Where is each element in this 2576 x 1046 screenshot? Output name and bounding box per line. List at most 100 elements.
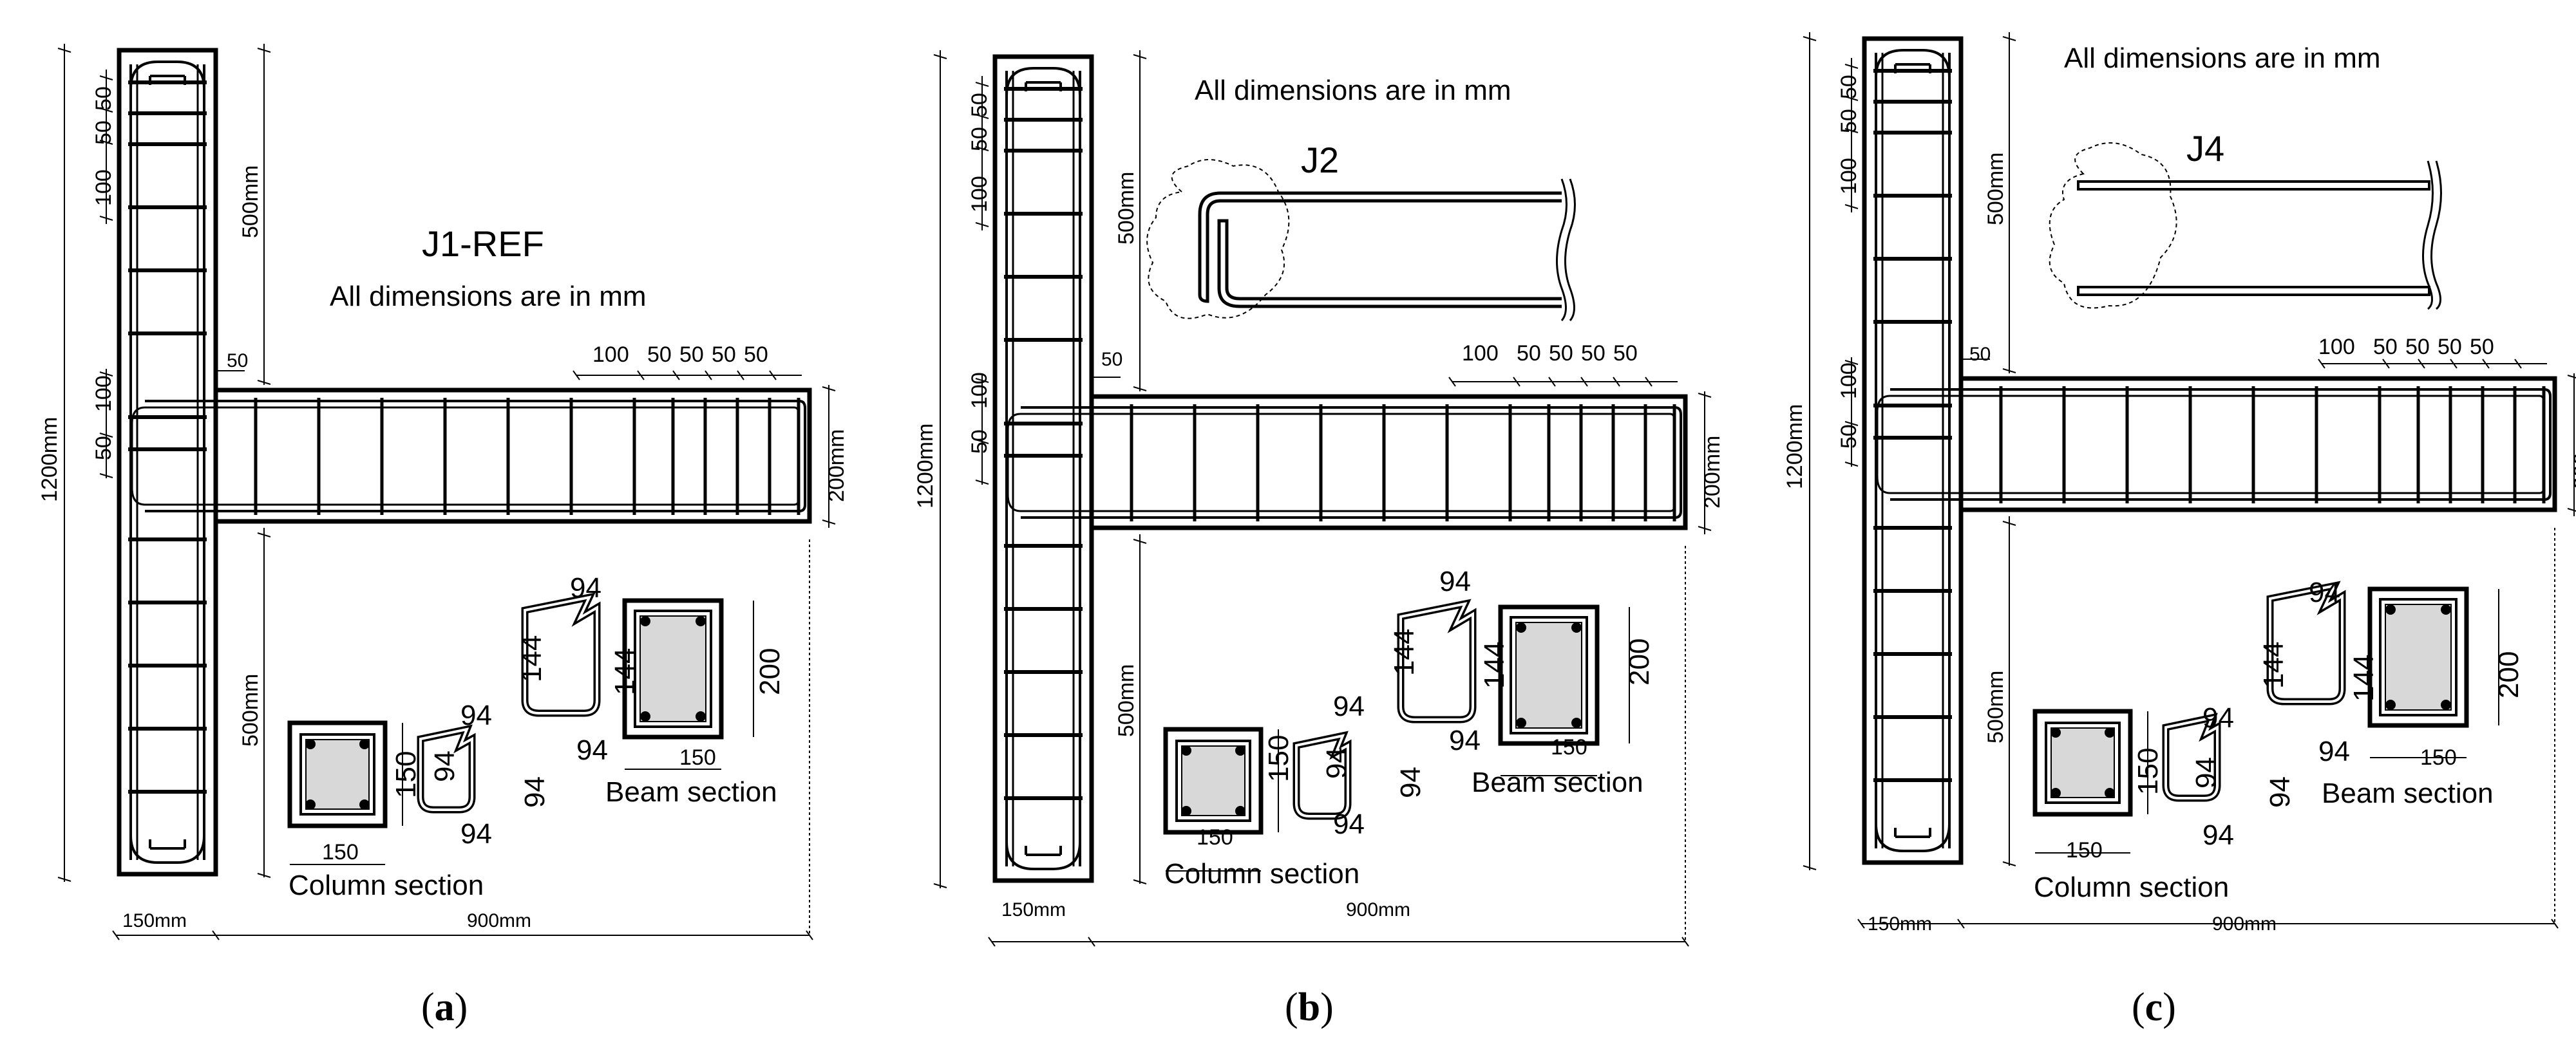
j2-hook-detail — [1146, 159, 1576, 321]
panel-c-vsp-0: 50 — [1837, 75, 1861, 99]
panel-a-coltie-0: 94 — [460, 700, 492, 731]
panel-b-vsp-1: 50 — [967, 127, 992, 151]
panel-c-note: All dimensions are in mm — [2064, 42, 2381, 74]
panel-a-beamtie-3: 94 — [576, 734, 608, 766]
panel-b-hsp-1: 50 — [1517, 341, 1541, 366]
panel-b-hsp-0: 100 — [1462, 341, 1499, 366]
panel-a-coltie-3: 94 — [460, 818, 492, 850]
panel-b-col-top: 500mm — [1114, 172, 1139, 245]
panel-c-col-width: 150mm — [1868, 913, 1932, 935]
panel-c-height: 1200mm — [1783, 404, 1807, 489]
panel-c-colsec-w: 150 — [2066, 838, 2103, 863]
panel-c-title: J4 — [2186, 128, 2224, 169]
panel-a-beamtie-0: 94 — [570, 572, 601, 604]
panel-b-coltie-1: 94 — [1321, 747, 1352, 779]
panel-a-hsp-0: 100 — [592, 342, 629, 367]
panel-b-beamtie-0: 94 — [1439, 566, 1471, 597]
panel-c-beamsec-h: 200 — [2493, 651, 2524, 698]
panel-c-coltie-2: 94 — [2264, 776, 2296, 808]
panel-a-hsp-3: 50 — [712, 342, 736, 367]
panel-c-vsp-1: 50 — [1837, 109, 1861, 133]
panel-a-colsec-w: 150 — [322, 840, 359, 864]
panel-a-vsp-1: 50 — [91, 120, 116, 145]
panel-a-note: All dimensions are in mm — [330, 281, 647, 312]
panel-b-beam-depth: 200mm — [1700, 436, 1725, 509]
panel-b-beamtie-1: 144 — [1388, 629, 1420, 676]
panel-b-beamtie-3: 94 — [1449, 725, 1481, 756]
panel-a-caption: (a) — [421, 985, 468, 1029]
panel-b-vsp-2: 100 — [967, 176, 992, 212]
panel-a-beamsec-label: Beam section — [605, 776, 777, 808]
panel-a-col-top: 500mm — [238, 165, 263, 238]
panel-c-vspj-0: 100 — [1837, 362, 1861, 399]
panel-a-hsp-4: 50 — [744, 342, 768, 367]
panel-b-caption: (b) — [1285, 985, 1334, 1029]
panel-c-beamsec-label: Beam section — [2322, 778, 2494, 809]
panel-b-col-width: 150mm — [1001, 899, 1066, 920]
panel-c-colsec-h: 150 — [2132, 748, 2164, 795]
panel-a-title: J1-REF — [422, 223, 544, 264]
panel-c-hsp-0: 100 — [2318, 335, 2355, 359]
panel-a-coltie-2: 94 — [519, 776, 551, 808]
panel-a-beamtie-2: 144 — [609, 648, 641, 695]
panel-b-beam-length: 900mm — [1346, 899, 1410, 920]
panel-c-hsp-4: 50 — [2470, 335, 2494, 359]
panel-c-col-top: 500mm — [1984, 153, 2008, 225]
panel-a-height: 1200mm — [37, 417, 62, 502]
panel-a-vspj-1: 50 — [91, 436, 116, 460]
panel-a-gap: 50 — [227, 350, 248, 371]
panel-a-vspj-0: 100 — [91, 375, 116, 412]
panel-b-hsp-2: 50 — [1549, 341, 1573, 366]
panel-b-colsec-label: Column section — [1164, 858, 1359, 890]
panel-a-coltie-1: 94 — [429, 751, 460, 782]
panel-b-coltie-3: 94 — [1333, 808, 1365, 840]
panel-c-beamtie-1: 144 — [2258, 642, 2289, 689]
panel-c-beam-length: 900mm — [2212, 913, 2277, 935]
panel-c-hsp-3: 50 — [2438, 335, 2462, 359]
panel-c-beamtie-2: 144 — [2348, 655, 2380, 702]
panel-c-vsp-2: 100 — [1837, 158, 1861, 194]
panel-a-colsec-h: 150 — [390, 751, 422, 798]
panel-b-beamtie-2: 144 — [1479, 642, 1510, 689]
panel-a-beam-length: 900mm — [467, 910, 531, 931]
panel-c-beamtie-3: 94 — [2318, 736, 2350, 767]
panel-b-beamsec-label: Beam section — [1472, 767, 1643, 798]
panel-b-hsp-3: 50 — [1581, 341, 1605, 366]
panel-c-labels: J4 All dimensions are in mm 1200mm 500mm… — [1783, 42, 2576, 1029]
panel-a-vsp-0: 50 — [91, 86, 116, 111]
panel-a-beamsec-w: 150 — [679, 745, 716, 770]
panel-b — [934, 50, 1711, 946]
panel-b-vspj-1: 50 — [967, 429, 992, 454]
panel-c-hsp-2: 50 — [2405, 335, 2430, 359]
panel-c-beamsec-w: 150 — [2420, 745, 2457, 770]
panel-b-beamsec-h: 200 — [1624, 639, 1655, 686]
panel-b-coltie-2: 94 — [1395, 767, 1426, 798]
detail-cloud — [1146, 159, 1290, 319]
panel-c-beamtie-0: 94 — [2309, 577, 2340, 608]
panel-b-coltie-0: 94 — [1333, 691, 1365, 722]
panel-b-labels: J2 All dimensions are in mm 1200mm 500mm… — [913, 75, 1725, 1029]
panel-b-height: 1200mm — [913, 424, 938, 509]
panel-c-coltie-3: 94 — [2202, 819, 2234, 851]
panel-b-beamsec-w: 150 — [1551, 735, 1587, 760]
detail-cloud — [2049, 142, 2177, 309]
panel-a-colsec-label: Column section — [289, 870, 484, 901]
panel-b-colsec-h: 150 — [1263, 735, 1294, 782]
panel-b-colsec-w: 150 — [1197, 825, 1233, 850]
panel-c-col-bot: 500mm — [1984, 671, 2008, 743]
panel-b-col-bot: 500mm — [1114, 664, 1139, 737]
panel-b-title: J2 — [1301, 140, 1339, 180]
panel-c-colsec-label: Column section — [2034, 872, 2229, 903]
panel-a-col-width: 150mm — [122, 910, 187, 931]
panel-c-hsp-1: 50 — [2373, 335, 2398, 359]
panel-a-labels: J1-REF All dimensions are in mm 1200mm 5… — [37, 86, 849, 1029]
panel-c-coltie-1: 94 — [2190, 757, 2222, 789]
panel-c-coltie-0: 94 — [2202, 702, 2234, 734]
panel-b-vsp-0: 50 — [967, 93, 992, 117]
panel-b-note: All dimensions are in mm — [1195, 75, 1511, 106]
panel-a-vsp-2: 100 — [91, 169, 116, 206]
panel-a-hsp-2: 50 — [679, 342, 704, 367]
panel-a-beamsec-h: 200 — [754, 648, 786, 695]
panel-c-beam-depth: 200mm — [2570, 416, 2576, 489]
